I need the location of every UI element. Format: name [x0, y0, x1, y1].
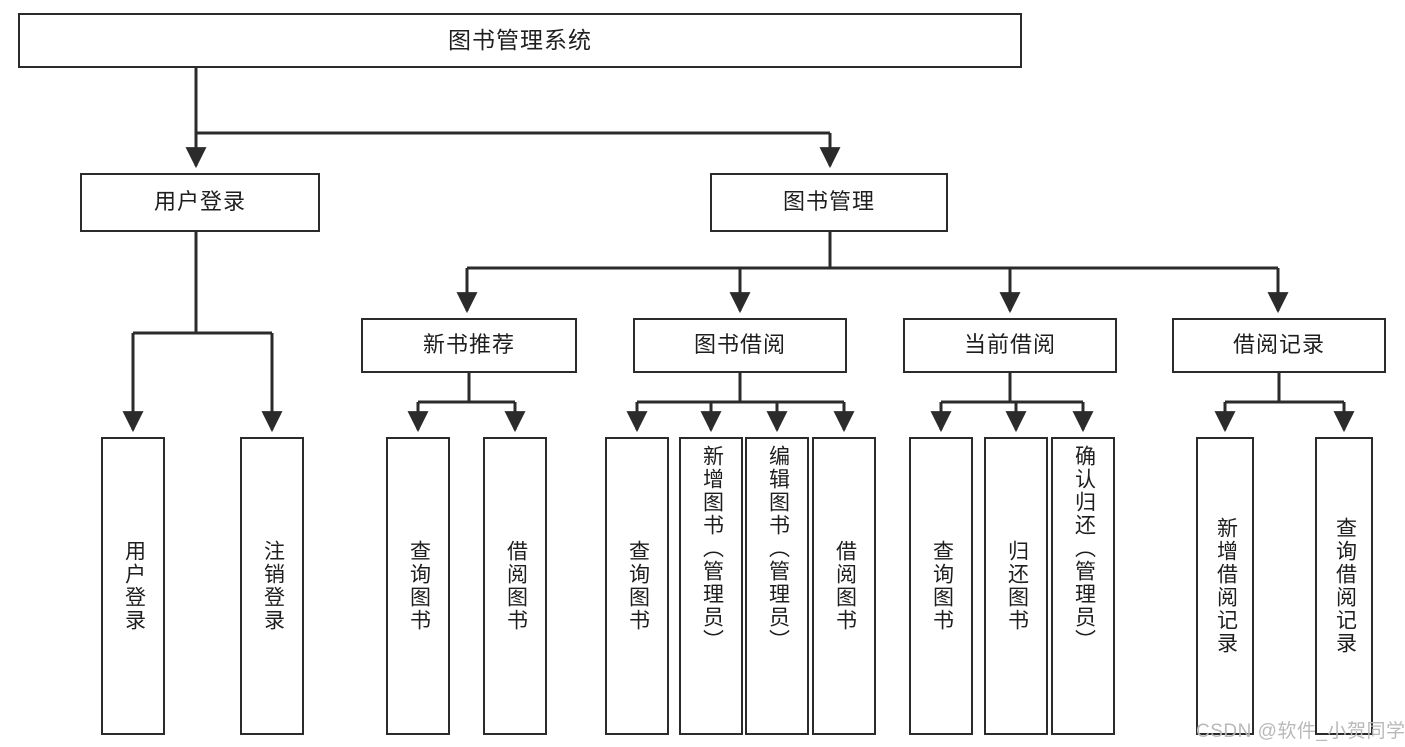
leaf-user-login[interactable]: 用户登录 [101, 437, 165, 735]
node-label: 借阅图书 [833, 540, 857, 632]
node-label: 新增图书（管理员） [700, 445, 724, 652]
leaf-add-book-admin[interactable]: 新增图书（管理员） [679, 437, 743, 735]
leaf-confirm-return-admin[interactable]: 确认归还（管理员） [1051, 437, 1115, 735]
node-label: 注销登录 [261, 540, 285, 632]
node-label: 当前借阅 [963, 332, 1056, 358]
watermark: CSDN @软件_小贺同学 [1196, 721, 1405, 742]
leaf-return-book[interactable]: 归还图书 [984, 437, 1048, 735]
leaf-query-book-recommend[interactable]: 查询图书 [386, 437, 450, 735]
node-label: 查询图书 [407, 540, 431, 632]
node-borrow-record[interactable]: 借阅记录 [1172, 318, 1386, 373]
leaf-query-borrow-record[interactable]: 查询借阅记录 [1315, 437, 1373, 735]
node-label: 用户登录 [153, 189, 246, 215]
node-label: 编辑图书（管理员） [766, 445, 790, 652]
node-label: 图书管理系统 [448, 26, 592, 53]
node-label: 用户登录 [122, 540, 146, 632]
node-label: 图书借阅 [693, 332, 786, 358]
node-label: 新书推荐 [422, 332, 515, 358]
node-label: 借阅图书 [504, 540, 528, 632]
node-label: 借阅记录 [1232, 332, 1325, 358]
leaf-borrow-book-recommend[interactable]: 借阅图书 [483, 437, 547, 735]
node-current-borrow[interactable]: 当前借阅 [903, 318, 1117, 373]
node-label: 新增借阅记录 [1214, 517, 1238, 655]
node-label: 查询图书 [930, 540, 954, 632]
leaf-logout[interactable]: 注销登录 [240, 437, 304, 735]
node-book-management[interactable]: 图书管理 [710, 173, 948, 232]
node-root-system[interactable]: 图书管理系统 [18, 13, 1022, 68]
node-book-borrow[interactable]: 图书借阅 [633, 318, 847, 373]
node-label: 确认归还（管理员） [1072, 445, 1096, 652]
node-label: 查询借阅记录 [1333, 517, 1357, 655]
leaf-query-book-borrow[interactable]: 查询图书 [605, 437, 669, 735]
leaf-borrow-book[interactable]: 借阅图书 [812, 437, 876, 735]
leaf-edit-book-admin[interactable]: 编辑图书（管理员） [745, 437, 809, 735]
leaf-add-borrow-record[interactable]: 新增借阅记录 [1196, 437, 1254, 735]
node-label: 图书管理 [782, 189, 875, 215]
node-label: 归还图书 [1005, 540, 1029, 632]
node-label: 查询图书 [626, 540, 650, 632]
node-new-book-recommend[interactable]: 新书推荐 [361, 318, 577, 373]
leaf-query-book-current[interactable]: 查询图书 [909, 437, 973, 735]
node-user-login[interactable]: 用户登录 [80, 173, 320, 232]
